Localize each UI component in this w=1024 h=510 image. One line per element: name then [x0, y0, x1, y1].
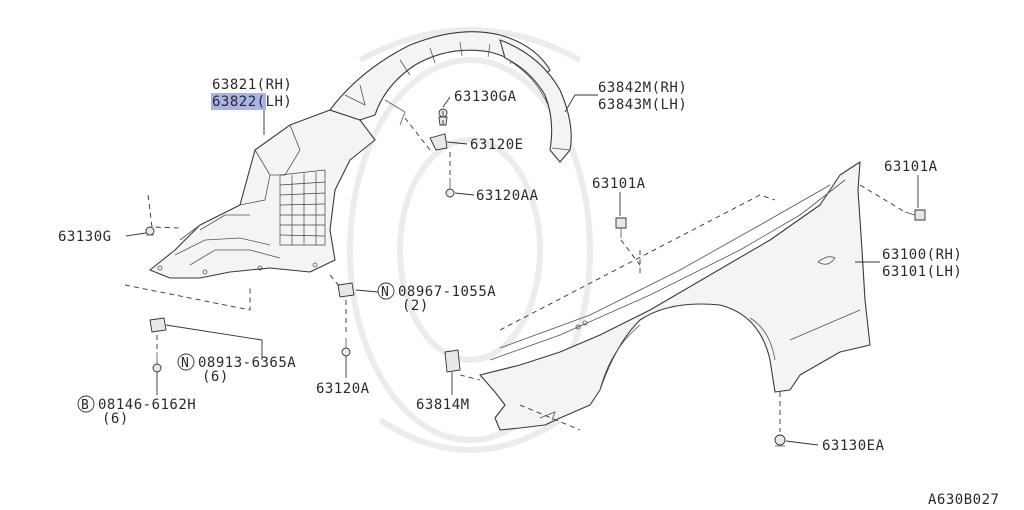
label-63130ea[interactable]: 63130EA [822, 438, 885, 454]
clip-63130g[interactable] [145, 226, 155, 236]
clip-63130ea[interactable] [774, 434, 786, 447]
badge-n-08913-text: N [181, 356, 189, 371]
label-08913-qty: (6) [202, 369, 229, 385]
assembly-dashed-lines [124, 110, 906, 432]
fender-liner-arch[interactable] [329, 31, 551, 126]
label-63120a[interactable]: 63120A [316, 381, 370, 397]
bracket-63814m[interactable] [444, 349, 461, 373]
label-08146-qty: (6) [102, 411, 129, 427]
watermark-emblem [347, 27, 593, 453]
part-labels: 63821(RH) 63822(LH) 63842M(RH) 63843M(LH… [58, 77, 999, 508]
liner-grille [279, 169, 326, 246]
nut-08967-1055a[interactable] [337, 282, 355, 298]
bolt-63101a-mid[interactable] [615, 217, 627, 238]
fender-edge-guide [499, 194, 776, 331]
screw-63120aa[interactable] [445, 178, 455, 198]
badge-b-08146 [77, 395, 95, 413]
badge-n-08913 [177, 353, 195, 371]
highlight-63822 [211, 93, 266, 110]
label-63842m[interactable]: 63842M(RH) [598, 80, 687, 96]
label-63100[interactable]: 63100(RH) [882, 247, 962, 263]
leader-lines [125, 94, 919, 446]
bolt-08146-6162h[interactable] [152, 352, 162, 373]
label-63120aa[interactable]: 63120AA [476, 188, 539, 204]
label-63843m[interactable]: 63843M(LH) [598, 97, 687, 113]
label-08967[interactable]: 08967-1055A [398, 284, 496, 300]
bolt-63101a-top[interactable] [904, 209, 926, 221]
diagram-code: A630B027 [928, 492, 999, 508]
fender-liner-front[interactable] [149, 109, 376, 279]
label-63101a-top[interactable]: 63101A [884, 159, 938, 175]
label-08913[interactable]: 08913-6365A [198, 355, 296, 371]
screw-63120a[interactable] [341, 338, 351, 357]
label-63130g[interactable]: 63130G [58, 229, 112, 245]
nut-08913-6365a[interactable] [149, 317, 167, 333]
label-63101[interactable]: 63101(LH) [882, 264, 962, 280]
badge-n-08967-text: N [381, 285, 389, 300]
label-63822[interactable]: 63822(LH) [212, 94, 292, 110]
label-63130ga[interactable]: 63130GA [454, 89, 517, 105]
badge-b-08146-text: B [81, 398, 89, 413]
label-63120e[interactable]: 63120E [470, 137, 524, 153]
label-08146[interactable]: 08146-6162H [98, 397, 196, 413]
label-08967-qty: (2) [402, 298, 429, 314]
bracket-63120e[interactable] [429, 133, 448, 151]
front-fender-panel[interactable] [479, 161, 871, 431]
label-63814m[interactable]: 63814M [416, 397, 470, 413]
badge-n-08967 [377, 282, 395, 300]
label-63821[interactable]: 63821(RH) [212, 77, 292, 93]
label-63101a-mid[interactable]: 63101A [592, 176, 646, 192]
rear-fender-liner[interactable] [499, 39, 572, 163]
